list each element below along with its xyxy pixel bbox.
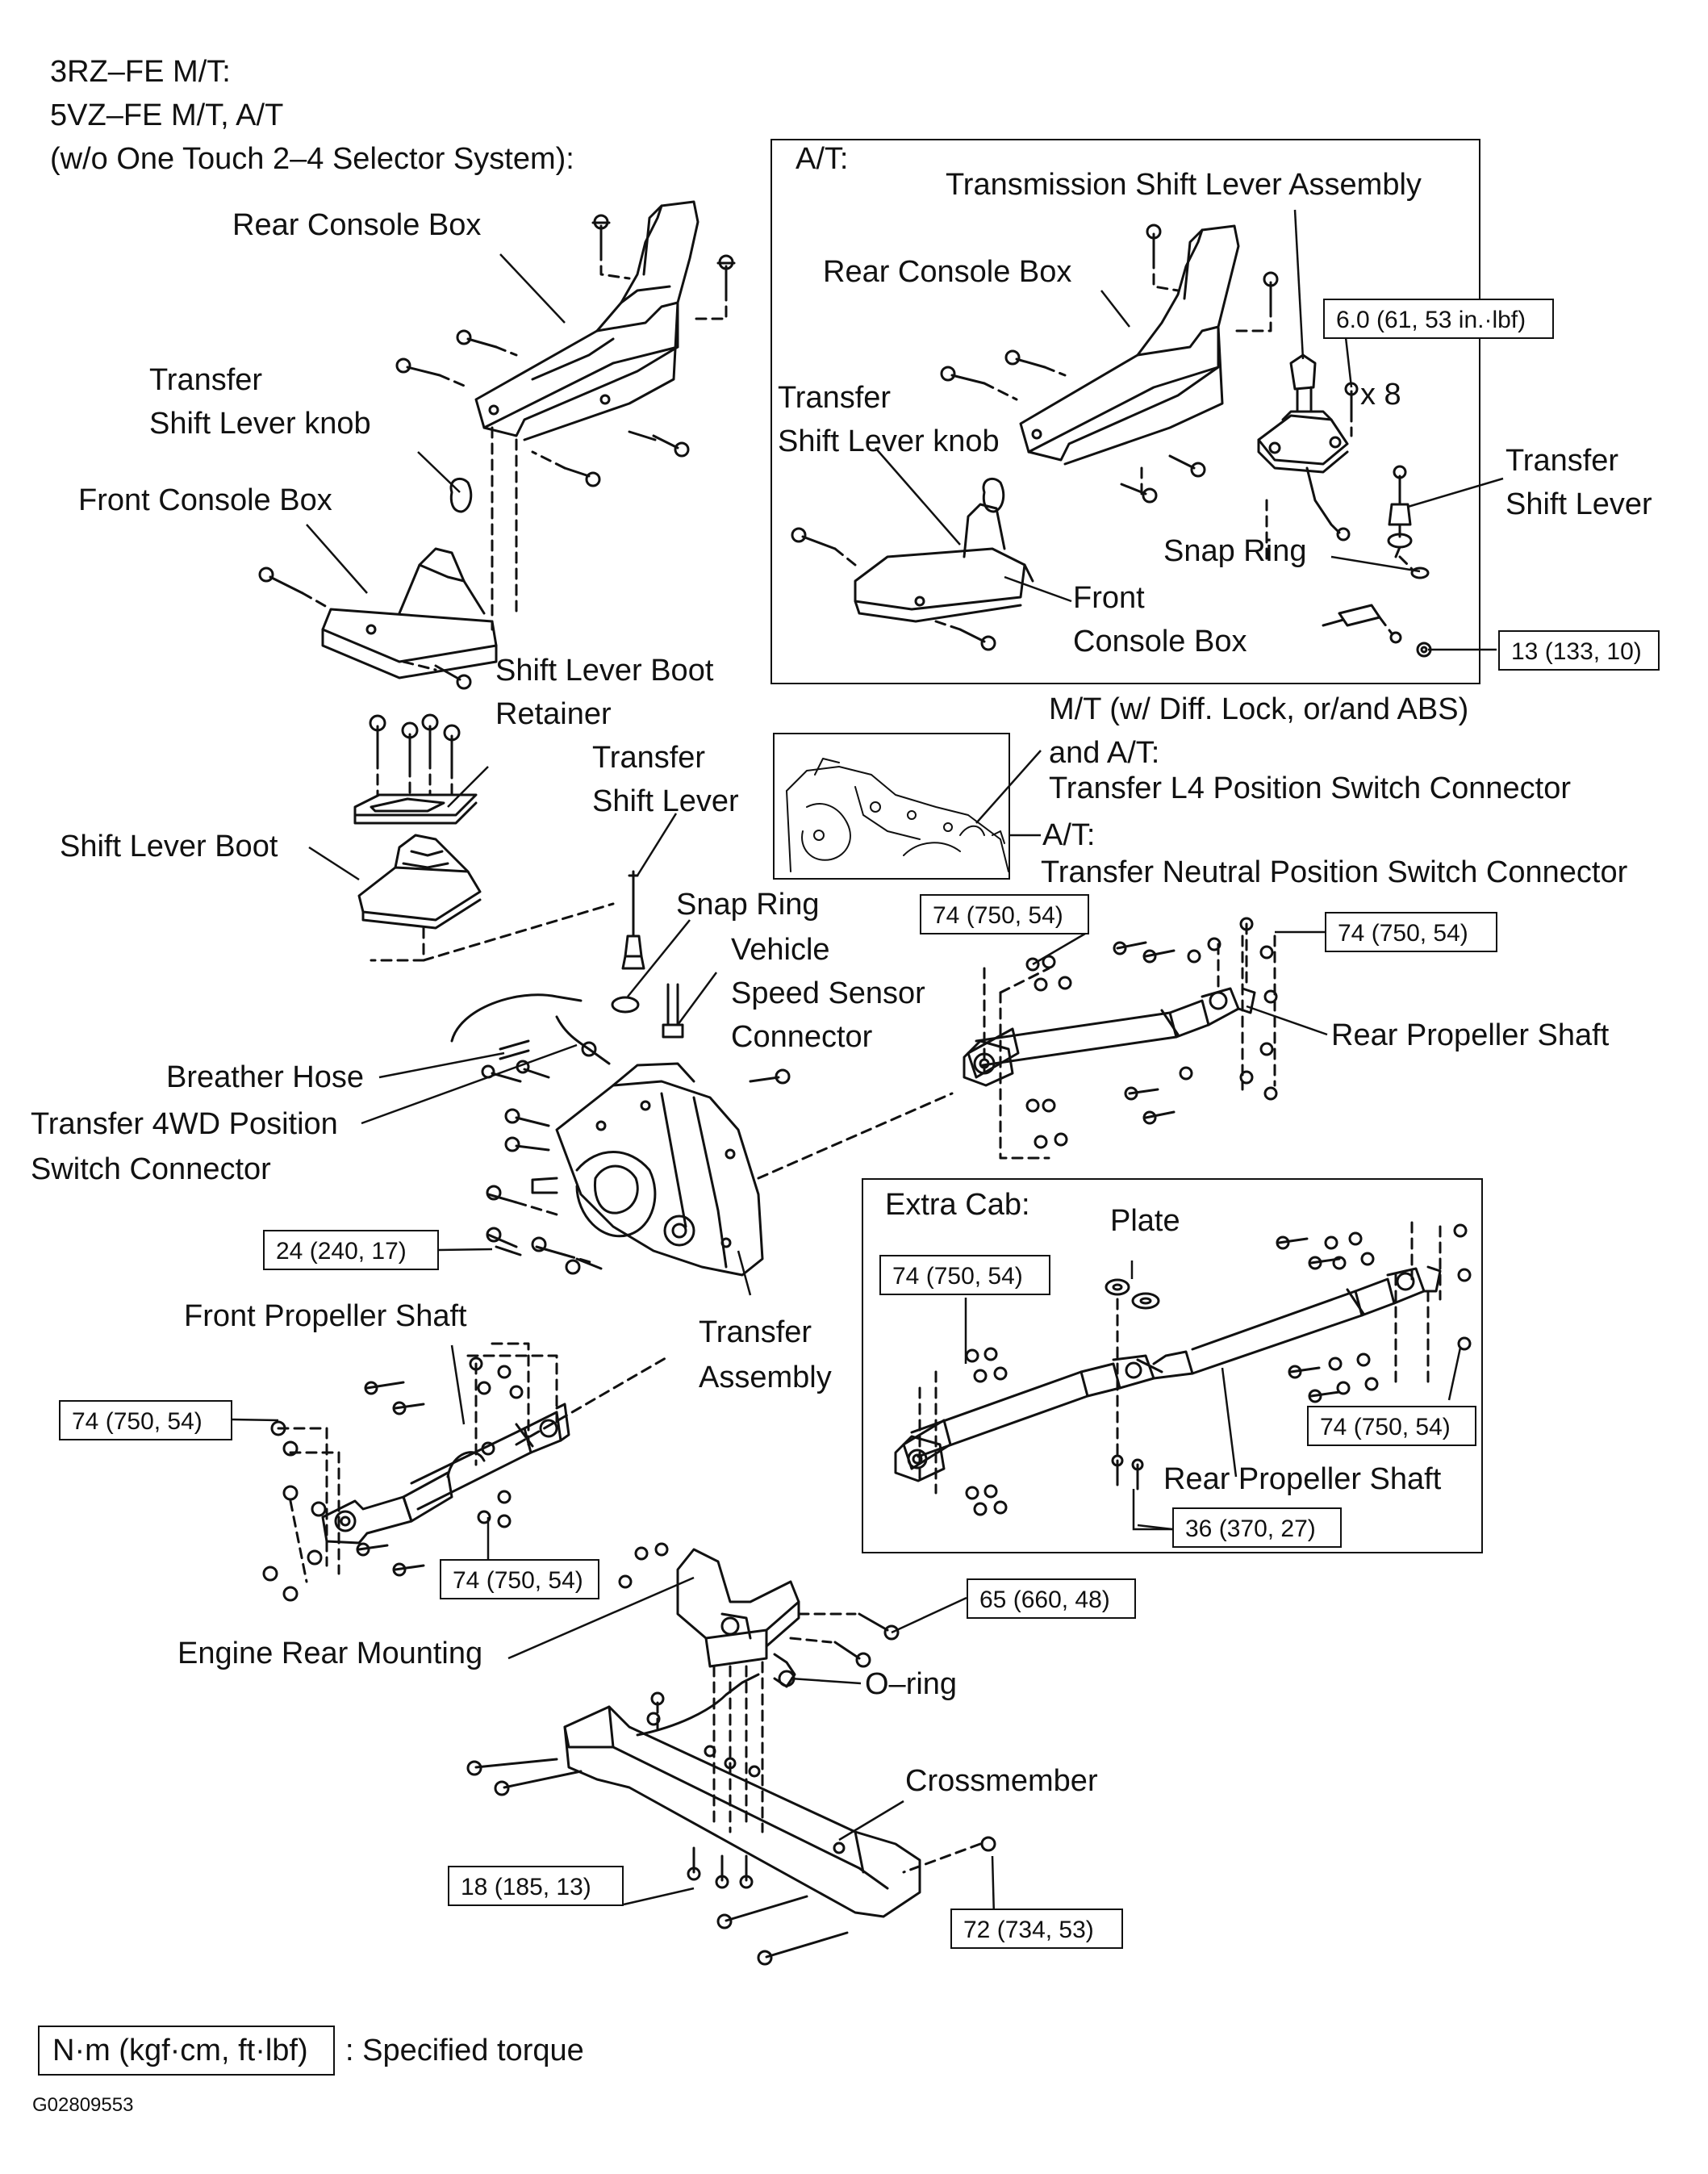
label-shift-lever-boot: Shift Lever Boot [60,830,278,863]
figure-code: G02809553 [32,2094,134,2116]
transfer-shift-lever-drawing [621,870,645,970]
legend-text: : Specified torque [345,2034,584,2067]
at-transfer-lever-drawing [1387,465,1413,558]
label-engine-rear-mounting: Engine Rear Mounting [177,1637,483,1670]
header-line-3: (w/o One Touch 2–4 Selector System): [50,142,574,176]
extra-cab-bolts [965,1223,1472,1516]
label-extra-rear-propeller-shaft: Rear Propeller Shaft [1163,1462,1442,1496]
extra-cab-inset-frame [862,1178,1483,1553]
label-switch-mt-2: and A/T: [1049,736,1160,770]
o-ring-drawing [773,1653,796,1688]
label-4wd-1: Transfer 4WD Position [31,1107,338,1141]
retainer-screws [369,713,461,770]
vss-connector-drawing [662,983,684,1039]
front-console-box-drawing [321,547,498,679]
switch-inset-frame [773,733,1010,880]
crossmember-drawing [563,1673,921,1918]
label-plate: Plate [1110,1204,1180,1238]
label-at-front-console-1: Front [1073,581,1145,615]
label-4wd-2: Switch Connector [31,1152,271,1186]
torque-74-rear-left: 74 (750, 54) [920,894,1089,934]
label-at-transfer-knob-1: Transfer [778,381,892,415]
label-vss-2: Speed Sensor [731,976,925,1010]
snap-ring-drawing [611,996,640,1014]
label-transfer-knob-1: Transfer [149,363,263,397]
label-rear-console-box: Rear Console Box [232,208,482,242]
transfer-bolts [481,1060,791,1275]
torque-72: 72 (734, 53) [950,1909,1123,1949]
rear-console-dash-lines [438,249,728,631]
torque-13: 13 (133, 10) [1498,630,1660,671]
label-o-ring: O–ring [865,1667,958,1701]
plate-drawing [1105,1278,1160,1310]
torque-65: 65 (660, 48) [967,1578,1136,1619]
torque-6: 6.0 (61, 53 in.·lbf) [1323,299,1554,339]
rear-console-box-drawing [474,200,699,441]
transfer-assembly-drawing [531,1062,764,1277]
label-at-rear-console-box: Rear Console Box [823,255,1072,289]
label-switch-l4: Transfer L4 Position Switch Connector [1049,771,1572,805]
torque-24: 24 (240, 17) [263,1230,439,1270]
torque-74-front-bottom: 74 (750, 54) [440,1559,599,1599]
transfer-knob-drawing [449,477,473,513]
header-line-1: 3RZ–FE M/T: [50,55,231,89]
label-switch-mt-1: M/T (w/ Diff. Lock, or/and ABS) [1049,692,1469,726]
mount-bolts [618,1542,900,1668]
at-rear-console-drawing [1019,224,1240,466]
label-extra-cab: Extra Cab: [885,1188,1030,1222]
label-switch-neutral: Transfer Neutral Position Switch Connect… [1041,855,1628,889]
label-front-console-box: Front Console Box [78,483,332,517]
front-propeller-shaft-drawing [321,1403,570,1545]
label-at-transfer-lever-1: Transfer [1505,444,1619,478]
crossmember-bolts [466,1691,996,1966]
label-transfer-lever-1: Transfer [592,741,706,775]
label-transfer-knob-2: Shift Lever knob [149,407,371,441]
transmission-shift-lever-drawing [1257,353,1351,541]
label-breather-hose: Breather Hose [166,1060,365,1094]
extra-cab-shaft-drawing [894,1265,1442,1482]
label-vss-1: Vehicle [731,933,830,967]
torque-74-rear-right: 74 (750, 54) [1325,912,1497,952]
label-snap-ring: Snap Ring [676,888,820,922]
legend-torque-box: N·m (kgf·cm, ft·lbf) [38,2026,335,2076]
label-at-transfer-knob-2: Shift Lever knob [778,424,1000,458]
label-boot-retainer-1: Shift Lever Boot [495,654,714,688]
label-switch-at: A/T: [1042,818,1096,852]
rear-console-screws [395,214,736,487]
torque-74-extra-left: 74 (750, 54) [879,1255,1050,1295]
label-x8: x 8 [1360,378,1401,412]
torque-18: 18 (185, 13) [448,1866,624,1906]
at-inset-frame [770,139,1480,684]
boot-retainer-drawing [353,793,478,825]
label-at-snap-ring: Snap Ring [1163,534,1307,568]
shift-lever-boot-drawing [357,834,482,930]
engine-rear-mounting-drawing [676,1548,800,1668]
label-rear-propeller-shaft: Rear Propeller Shaft [1331,1018,1610,1052]
label-transmission-shift-lever-assembly: Transmission Shift Lever Assembly [946,168,1422,202]
label-transfer-assembly-1: Transfer [699,1315,812,1349]
header-line-2: 5VZ–FE M/T, A/T [50,98,284,132]
label-at-title: A/T: [796,142,849,176]
front-console-screws [258,566,472,690]
label-boot-retainer-2: Retainer [495,697,612,731]
breather-hose-drawing [450,993,611,1065]
label-transfer-lever-2: Shift Lever [592,784,739,818]
label-crossmember: Crossmember [905,1764,1098,1798]
rear-shaft-nuts-bolts [1025,917,1278,1149]
label-transfer-assembly-2: Assembly [699,1361,832,1394]
torque-36: 36 (370, 27) [1172,1507,1342,1548]
rear-propeller-shaft-drawing [963,987,1256,1087]
label-at-transfer-lever-2: Shift Lever [1505,487,1652,521]
switch-inset-sketch [786,758,1009,872]
label-front-propeller-shaft: Front Propeller Shaft [184,1299,467,1333]
label-at-front-console-2: Console Box [1073,625,1247,658]
torque-74-front-left: 74 (750, 54) [59,1400,232,1440]
label-vss-3: Connector [731,1020,873,1054]
at-console-screws [940,224,1279,504]
torque-74-extra-right: 74 (750, 54) [1307,1406,1476,1446]
at-front-console-screws [791,527,996,651]
